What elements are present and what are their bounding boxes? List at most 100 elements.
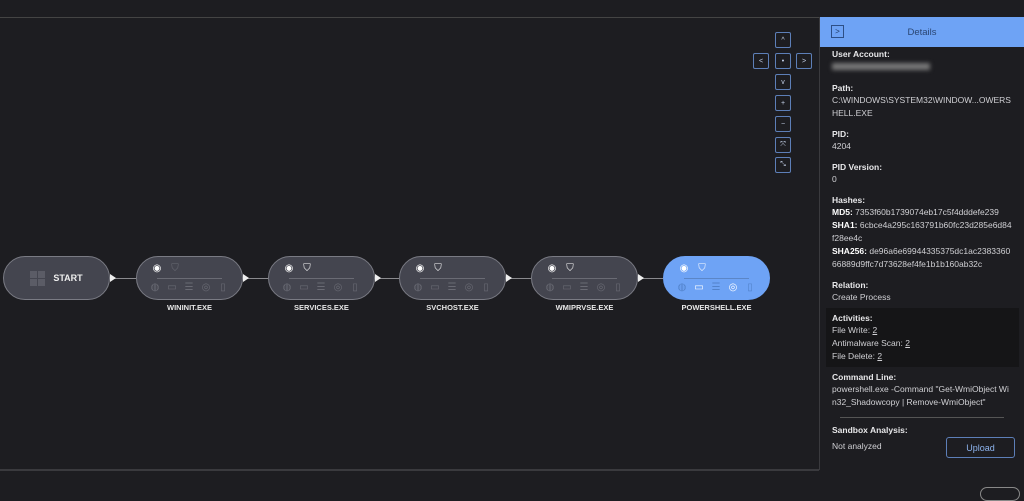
node-divider [684,278,749,279]
activity-count-link[interactable]: 2 [905,338,910,348]
process-node[interactable]: ◉⛉ ◍▭☰◎▯ SVCHOST.EXE [399,256,506,312]
pan-right-button[interactable]: > [796,53,812,69]
shield-icon: ⛉ [566,263,574,274]
bottom-divider [0,469,819,471]
shield-icon: ⛉ [434,263,442,274]
folder-icon: ▭ [562,282,572,293]
pan-left-button[interactable]: < [753,53,769,69]
edge-line [638,278,663,279]
activity-item: File Delete: 2 [832,351,883,361]
start-label: START [53,273,83,283]
activity-count-link[interactable]: 2 [872,325,878,335]
process-icon: ◉ [679,263,689,274]
details-header: > Details [820,17,1024,47]
edge-line [243,278,268,279]
activities-box: Activities: File Write: 2 Antimalware Sc… [826,308,1019,367]
zoom-in-button[interactable]: + [775,95,791,111]
process-node[interactable]: ◉⛉ ◍▭☰◎▯ WININIT.EXE [136,256,243,312]
sandbox-label: Sandbox Analysis [832,425,905,435]
activity-item: File Write: 2 [832,325,878,335]
folder-icon: ▭ [299,282,309,293]
node-divider [157,278,222,279]
process-graph-canvas[interactable]: START ◉⛉ ◍▭☰◎▯ WININIT.EXE ◉⛉ ◍▭☰◎▯ SERV… [0,0,819,469]
collapse-panel-button[interactable]: > [831,25,844,38]
upload-button[interactable]: Upload [946,437,1015,458]
process-icon: ◉ [284,263,294,274]
windows-icon [30,270,46,286]
edge-arrow [243,274,249,282]
target-icon: ◎ [596,282,606,293]
edge-line [506,278,531,279]
database-icon: ☰ [711,282,721,293]
shield-icon: ⛉ [698,263,706,274]
collapse-button[interactable]: ⤡ [775,157,791,173]
sha1-label: SHA1: [832,220,858,230]
process-icon: ◉ [547,263,557,274]
sha1-value: 6cbce4a295c163791b60fc23d285e6d84f28ee4c [832,220,1012,243]
edge-arrow [506,274,512,282]
process-node-label: SVCHOST.EXE [426,303,479,312]
sha256-value: de96a6e69944335375dc1ac238336066889d9ffc… [832,246,1011,269]
path-label: Path [832,83,851,93]
divider [840,417,1004,418]
folder-icon: ▭ [167,282,177,293]
start-node[interactable]: START [3,256,110,300]
relation-value: Create Process [832,292,891,302]
relation-label: Relation [832,280,866,290]
globe-icon: ◍ [413,282,423,293]
edge-line [375,278,399,279]
file-icon: ▯ [747,282,753,293]
center-button[interactable]: • [775,53,791,69]
process-node-label: WMIPRVSE.EXE [555,303,614,312]
pid-value: 4204 [832,141,851,151]
fit-view-button[interactable]: ⤧ [775,137,791,153]
target-icon: ◎ [728,282,738,293]
sandbox-status: Not analyzed [832,441,882,451]
bottom-right-button[interactable] [980,487,1020,501]
edge-arrow [110,274,116,282]
zoom-out-button[interactable]: − [775,116,791,132]
process-node[interactable]: ◉⛉ ◍▭☰◎▯ WMIPRVSE.EXE [531,256,638,312]
hashes-label: Hashes [832,195,863,205]
node-divider [552,278,617,279]
md5-label: MD5: [832,207,853,217]
activity-item: Antimalware Scan: 2 [832,338,910,348]
globe-icon: ◍ [282,282,292,293]
node-divider [289,278,354,279]
pan-down-button[interactable]: v [775,74,791,90]
file-icon: ▯ [352,282,358,293]
shield-icon: ⛉ [171,263,179,274]
process-node-label: WININIT.EXE [166,303,212,312]
process-icon: ◉ [152,263,162,274]
pid-label: PID [832,129,847,139]
md5-value: 7353f60b1739074eb17c5f4dddefe239 [855,207,999,217]
command-line-value: powershell.exe -Command "Get-WmiObject W… [832,384,1009,407]
activities-label: Activities [832,313,870,323]
target-icon: ◎ [201,282,211,293]
path-value: C:\WINDOWS\SYSTEM32\WINDOW...OWERSHELL.E… [832,95,1011,118]
top-divider [0,17,1024,18]
file-icon: ▯ [615,282,621,293]
process-node[interactable]: ◉⛉ ◍▭☰◎▯ SERVICES.EXE [268,256,375,312]
file-icon: ▯ [220,282,226,293]
details-title: Details [907,27,937,38]
file-icon: ▯ [483,282,489,293]
details-panel: > Details User Account: Path: C:\WINDOWS… [819,17,1024,470]
process-icon: ◉ [415,263,425,274]
edge-arrow [375,274,381,282]
pid-version-value: 0 [832,174,837,184]
database-icon: ☰ [184,282,194,293]
process-node[interactable]: ◉⛉ ◍▭☰◎▯ POWERSHELL.EXE [663,256,770,312]
folder-icon: ▭ [430,282,440,293]
database-icon: ☰ [316,282,326,293]
globe-icon: ◍ [677,282,687,293]
user-account-redacted [832,63,930,70]
pan-up-button[interactable]: ^ [775,32,791,48]
pid-version-label: PID Version [832,162,880,172]
folder-icon: ▭ [694,282,704,293]
edge-arrow [638,274,644,282]
activity-count-link[interactable]: 2 [877,351,883,361]
node-divider [420,278,485,279]
command-line-label: Command Line [832,372,894,382]
globe-icon: ◍ [545,282,555,293]
